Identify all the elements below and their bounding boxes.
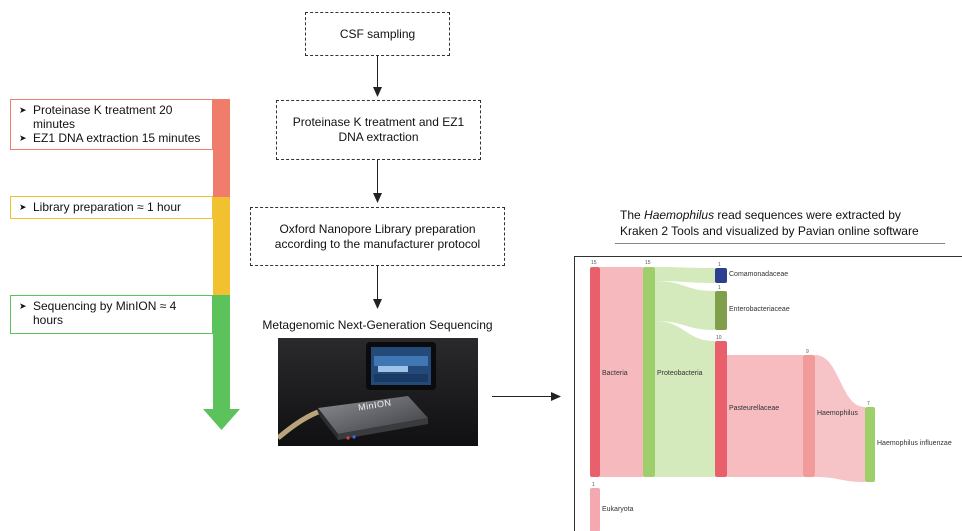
flow-connector: [377, 56, 378, 89]
link-proteobacteria-pasteurellaceae: [655, 321, 715, 477]
timeline-item: ➤EZ1 DNA extraction 15 minutes: [19, 131, 201, 145]
label-pasteurellaceae: Pasteurellaceae: [729, 405, 780, 412]
pavian-sankey: 15 15 1 1 10 9 7 1 Bacteria Proteobacter…: [574, 256, 962, 531]
count-eukaryota: 1: [592, 482, 595, 488]
count-pasteurellaceae: 10: [716, 335, 722, 341]
right-arrow-icon: [551, 392, 561, 401]
step-library-preparation: Oxford Nanopore Library preparation acco…: [250, 207, 505, 266]
count-haemophilus-influenzae: 7: [867, 401, 870, 407]
label-enterobacteriaceae: Enterobacteriaceae: [729, 306, 790, 313]
link-bacteria-proteobacteria: [600, 267, 643, 477]
link-proteobacteria-comamonadaceae: [655, 267, 715, 283]
timeline-item: ➤Library preparation ≈ 1 hour: [19, 200, 182, 214]
count-comamonadaceae: 1: [718, 262, 721, 268]
bullet-arrow-icon: ➤: [19, 133, 27, 143]
count-bacteria: 15: [591, 260, 597, 266]
label-haemophilus: Haemophilus: [817, 410, 858, 417]
flow-connector: [492, 396, 552, 397]
timeline-box-library: ➤Library preparation ≈ 1 hour: [10, 196, 213, 219]
link-pasteurellaceae-haemophilus: [727, 355, 803, 477]
timeline-item: ➤Proteinase K treatment 20 minutes: [19, 103, 173, 131]
step-dna-extraction: Proteinase K treatment and EZ1 DNA extra…: [276, 100, 481, 160]
timeline-box-extraction: ➤Proteinase K treatment 20 minutes ➤EZ1 …: [10, 99, 213, 150]
down-arrow-icon: [373, 87, 382, 97]
timeline-box-sequencing: ➤Sequencing by MinION ≈ 4 hours: [10, 295, 213, 334]
timeline-arrow-head: [203, 409, 240, 430]
caption-underline: [615, 243, 945, 244]
node-haemophilus-influenzae: [865, 407, 875, 482]
down-arrow-icon: [373, 299, 382, 309]
label-comamonadaceae: Comamonadaceae: [729, 271, 789, 278]
count-enterobacteriaceae: 1: [718, 285, 721, 291]
timeline-bar-yellow: [213, 197, 230, 295]
sankey-svg: [590, 267, 875, 531]
node-haemophilus: [803, 355, 815, 477]
timeline-item: ➤Sequencing by MinION ≈ 4 hours: [19, 299, 177, 327]
label-haemophilus-influenzae: Haemophilus influenzae: [877, 440, 952, 447]
node-bacteria: [590, 267, 600, 477]
label-proteobacteria: Proteobacteria: [657, 370, 703, 377]
label-bacteria: Bacteria: [602, 370, 628, 377]
node-enterobacteriaceae: [715, 291, 727, 330]
node-pasteurellaceae: [715, 341, 727, 477]
pavian-caption: The Haemophilus read sequences were extr…: [620, 208, 919, 238]
count-proteobacteria: 15: [645, 260, 651, 266]
link-haemophilus-hinfluenzae: [815, 355, 865, 482]
timeline-bar-green: [213, 295, 230, 410]
flow-connector: [377, 160, 378, 195]
node-proteobacteria: [643, 267, 655, 477]
timeline-bar-red: [213, 99, 230, 197]
bullet-arrow-icon: ➤: [19, 301, 27, 311]
step-csf-sampling: CSF sampling: [305, 12, 450, 56]
count-haemophilus: 9: [806, 349, 809, 355]
node-eukaryota: [590, 488, 600, 531]
link-proteobacteria-enterobacteriaceae: [655, 281, 715, 330]
bullet-arrow-icon: ➤: [19, 202, 27, 212]
minion-photo: MinION: [278, 338, 478, 446]
node-comamonadaceae: [715, 268, 727, 283]
ngs-label: Metagenomic Next-Generation Sequencing: [262, 318, 493, 332]
bullet-arrow-icon: ➤: [19, 105, 27, 115]
down-arrow-icon: [373, 193, 382, 203]
flow-connector: [377, 266, 378, 300]
label-eukaryota: Eukaryota: [602, 506, 634, 513]
